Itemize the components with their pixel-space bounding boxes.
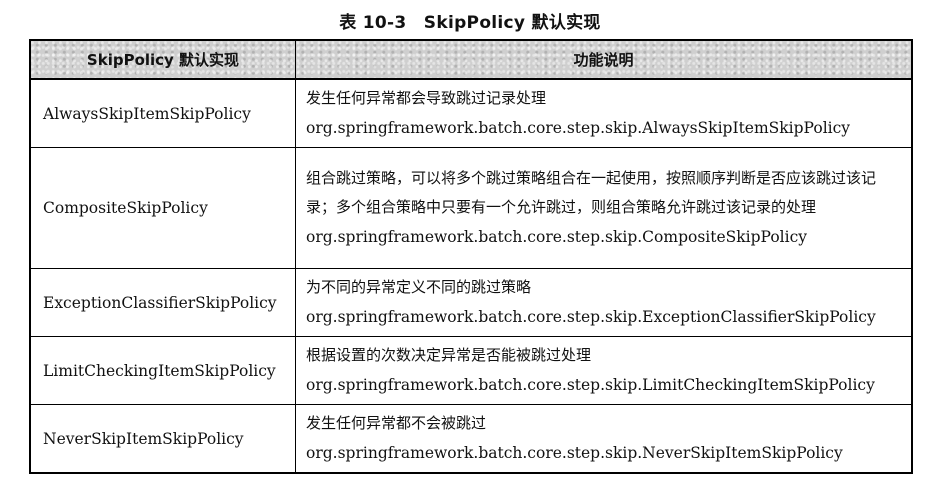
table-row: NeverSkipItemSkipPolicy 发生任何异常都不会被跳过 org… xyxy=(29,404,913,474)
policy-description-cell: 发生任何异常都不会被跳过 org.springframework.batch.c… xyxy=(295,404,913,474)
policy-name-cell: ExceptionClassifierSkipPolicy xyxy=(29,268,296,337)
table-row: ExceptionClassifierSkipPolicy 为不同的异常定义不同… xyxy=(29,268,913,337)
table-row: LimitCheckingItemSkipPolicy 根据设置的次数决定异常是… xyxy=(29,336,913,405)
table-caption: 表 10-3 SkipPolicy 默认实现 xyxy=(339,13,601,33)
policy-description: 发生任何异常都会导致跳过记录处理 xyxy=(306,89,547,107)
policy-name-cell: LimitCheckingItemSkipPolicy xyxy=(29,336,296,405)
policy-class-path: org.springframework.batch.core.step.skip… xyxy=(306,308,876,326)
skip-policy-table: SkipPolicy 默认实现 功能说明 AlwaysSkipItemSkipP… xyxy=(29,39,913,474)
policy-class-path: org.springframework.batch.core.step.skip… xyxy=(306,444,843,462)
policy-name-cell: NeverSkipItemSkipPolicy xyxy=(29,404,296,474)
policy-description: 发生任何异常都不会被跳过 xyxy=(306,414,487,432)
policy-description: 组合跳过策略，可以将多个跳过策略组合在一起使用，按照顺序判断是否应该跳过该记录；… xyxy=(306,169,877,216)
policy-class-path: org.springframework.batch.core.step.skip… xyxy=(306,376,875,394)
column-header-name: SkipPolicy 默认实现 xyxy=(29,39,296,80)
policy-description: 为不同的异常定义不同的跳过策略 xyxy=(306,278,532,296)
table-row: AlwaysSkipItemSkipPolicy 发生任何异常都会导致跳过记录处… xyxy=(29,78,913,148)
table-header-row: SkipPolicy 默认实现 功能说明 xyxy=(29,39,913,80)
policy-name-cell: AlwaysSkipItemSkipPolicy xyxy=(29,78,296,148)
table-row: CompositeSkipPolicy 组合跳过策略，可以将多个跳过策略组合在一… xyxy=(29,147,913,269)
policy-name-cell: CompositeSkipPolicy xyxy=(29,147,296,269)
policy-class-path: org.springframework.batch.core.step.skip… xyxy=(306,119,851,137)
policy-description-cell: 组合跳过策略，可以将多个跳过策略组合在一起使用，按照顺序判断是否应该跳过该记录；… xyxy=(295,147,913,269)
policy-description-cell: 发生任何异常都会导致跳过记录处理 org.springframework.bat… xyxy=(295,78,913,148)
policy-description-cell: 根据设置的次数决定异常是否能被跳过处理 org.springframework.… xyxy=(295,336,913,405)
policy-description: 根据设置的次数决定异常是否能被跳过处理 xyxy=(306,346,592,364)
column-header-description: 功能说明 xyxy=(295,39,913,80)
policy-class-path: org.springframework.batch.core.step.skip… xyxy=(306,228,808,246)
policy-description-cell: 为不同的异常定义不同的跳过策略 org.springframework.batc… xyxy=(295,268,913,337)
